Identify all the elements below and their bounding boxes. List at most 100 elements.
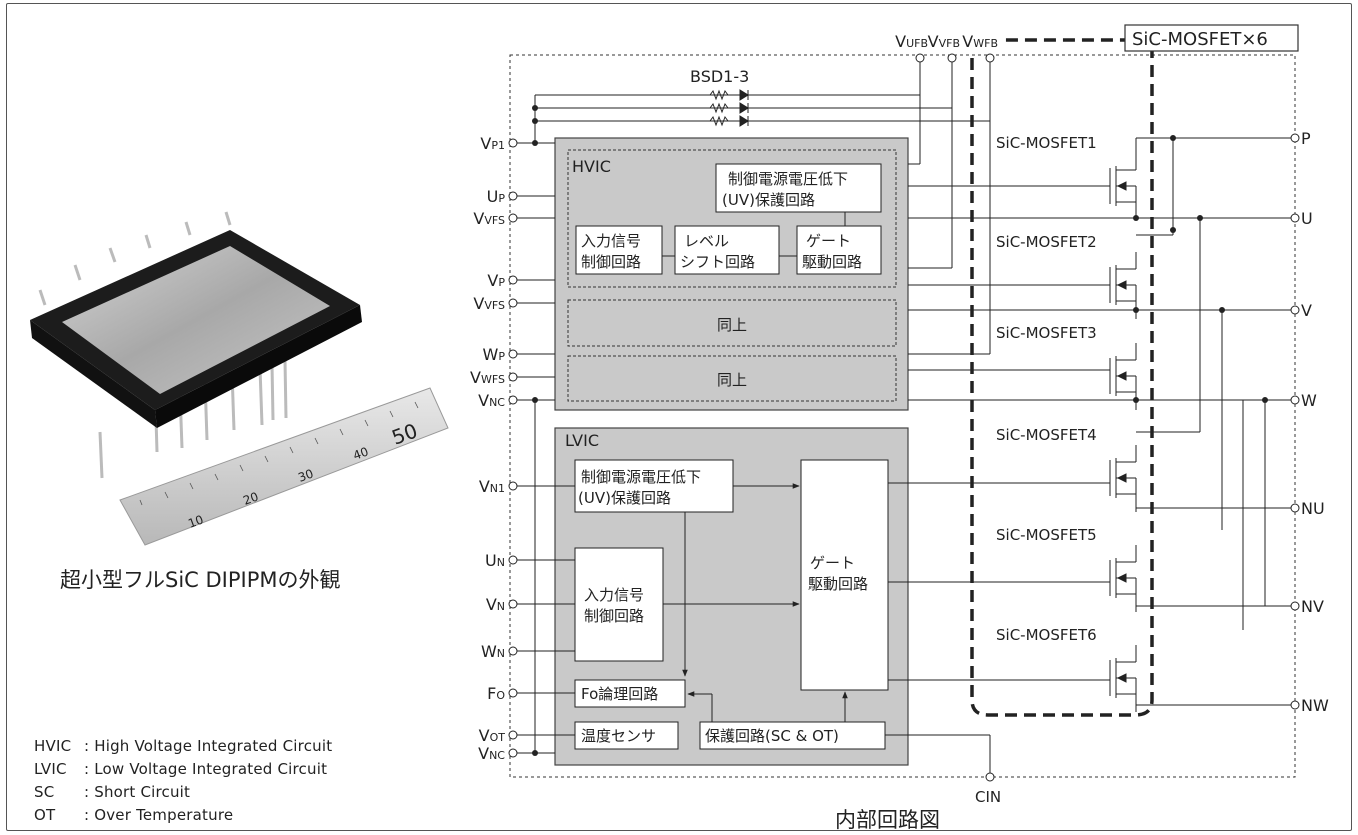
mosfet-label: SiC-MOSFET4: [996, 426, 1097, 444]
mosfet-array: SiC-MOSFET1SiC-MOSFET2SiC-MOSFET3SiC-MOS…: [996, 134, 1137, 712]
cin-pin-label: CIN: [975, 788, 1001, 806]
pin-terminal: [508, 555, 518, 565]
lvic-temp-label: 温度センサ: [581, 727, 656, 745]
dipipm-photo: 10 20 30 40 50: [30, 211, 449, 546]
left-pin-label: VWFS: [470, 368, 505, 387]
lvic-fo-block: [574, 679, 686, 708]
ruler-number: 20: [241, 489, 260, 507]
left-pin-label: VNC: [478, 744, 505, 763]
lvic-uv-block: [574, 459, 734, 513]
mosfet-symbol: SiC-MOSFET4: [996, 426, 1137, 512]
diagram-caption: 内部回路図: [835, 808, 940, 832]
hvic-level-line1: レベル: [684, 232, 729, 250]
lvic-gate-line1: ゲート: [810, 554, 855, 572]
hvic-input-line1: 入力信号: [581, 232, 641, 250]
lvic-gate-line2: 駆動回路: [808, 575, 868, 593]
left-pin-label: VN: [486, 595, 505, 614]
lvic-temp-block: [574, 721, 679, 750]
right-pin-label: NW: [1301, 696, 1329, 715]
lvic-fo-label: Fo論理回路: [581, 685, 658, 703]
pin-terminal: [508, 275, 518, 285]
mosfet-label: SiC-MOSFET5: [996, 526, 1097, 544]
mosfet-label: SiC-MOSFET1: [996, 134, 1097, 152]
pin-terminal: [508, 298, 518, 308]
top-pin-label: VVFB: [928, 32, 960, 51]
figure-frame: [6, 3, 1352, 831]
legend-text: : High Voltage Integrated Circuit: [84, 737, 333, 755]
pin-terminal: [508, 481, 518, 491]
hvic-gate-line2: 駆動回路: [802, 253, 862, 271]
left-pin-label: VOT: [479, 726, 506, 745]
pin-terminal: [947, 53, 957, 63]
mosfet-symbol: SiC-MOSFET3: [996, 324, 1137, 410]
legend-item: HVIC : High Voltage Integrated Circuit: [34, 737, 332, 755]
pin-terminal: [985, 772, 995, 782]
mosfet-symbol: SiC-MOSFET1: [996, 134, 1137, 220]
pin-terminal: [508, 599, 518, 609]
legend-item: OT : Over Temperature: [34, 806, 233, 824]
mosfet-group-outline: [970, 38, 1154, 717]
top-pin-label: VWFB: [962, 32, 998, 51]
hvic-input-block: [575, 225, 663, 275]
legend-item: LVIC : Low Voltage Integrated Circuit: [34, 760, 327, 778]
pin-terminal: [508, 191, 518, 201]
legend-abbr: HVIC: [34, 737, 72, 755]
pin-terminal: [1290, 213, 1300, 223]
pin-terminal: [915, 53, 925, 63]
terminal-pins: [508, 53, 1300, 782]
pin-terminal: [1290, 305, 1300, 315]
right-pin-label: NU: [1301, 499, 1325, 518]
pin-terminal: [508, 395, 518, 405]
lvic-input-block: [574, 547, 664, 662]
right-pin-label: W: [1301, 391, 1317, 410]
pin-terminal: [508, 138, 518, 148]
legend-text: : Over Temperature: [84, 806, 234, 824]
lvic-prot-label: 保護回路(SC & OT): [705, 727, 839, 745]
lvic-input-line1: 入力信号: [584, 586, 644, 604]
pin-terminal: [1290, 503, 1300, 513]
legend-abbr: SC: [34, 783, 55, 801]
hvic-same-label: 同上: [717, 316, 747, 334]
left-pin-label: VVFS: [473, 294, 505, 313]
pin-terminal: [508, 349, 518, 359]
hvic-uv-line1: 制御電源電圧低下: [728, 170, 848, 188]
pin-terminal: [508, 646, 518, 656]
ruler-number: 10: [186, 512, 205, 530]
left-pin-label: VN1: [479, 477, 505, 496]
mosfet-label: SiC-MOSFET2: [996, 233, 1097, 251]
lvic-uv-line2: (UV)保護回路: [578, 489, 671, 507]
mosfet-symbol: SiC-MOSFET2: [996, 233, 1137, 319]
right-pin-label: NV: [1301, 597, 1324, 616]
pin-terminal: [508, 372, 518, 382]
pin-terminal: [508, 213, 518, 223]
pin-terminal: [1290, 601, 1300, 611]
legend-item: SC: Short Circuit: [34, 783, 190, 801]
hvic-level-line2: シフト回路: [680, 253, 755, 271]
legend-text: : Low Voltage Integrated Circuit: [84, 760, 328, 778]
legend-abbr: OT: [34, 806, 56, 824]
left-pin-label: WP: [483, 345, 506, 364]
legend-abbr: LVIC: [34, 760, 67, 778]
pin-terminal: [985, 53, 995, 63]
pin-terminal: [508, 748, 518, 758]
mosfet-symbol: SiC-MOSFET6: [996, 626, 1137, 712]
hvic-v-phase: [567, 299, 897, 347]
mosfet-label: SiC-MOSFET6: [996, 626, 1097, 644]
mosfet-group-box: [1124, 24, 1299, 52]
left-pin-label: WN: [481, 642, 505, 661]
pin-terminal: [508, 730, 518, 740]
lvic-gate-block: [800, 459, 889, 691]
mosfet-group-label: SiC-MOSFET×6: [1132, 29, 1268, 50]
mosfet-label: SiC-MOSFET3: [996, 324, 1097, 342]
left-pin-labels: VP1UPVVFSVPVVFSWPVWFSVNCVN1UNVNWNFOVOTVN…: [470, 134, 505, 763]
left-pin-label: FO: [487, 684, 505, 703]
pin-terminal: [1290, 395, 1300, 405]
hvic-uv-line2: (UV)保護回路: [722, 191, 815, 209]
left-pin-label: VP: [487, 271, 505, 290]
left-pin-label: UP: [487, 187, 506, 206]
pin-terminal: [1290, 133, 1300, 143]
left-pin-label: VP1: [480, 134, 505, 153]
